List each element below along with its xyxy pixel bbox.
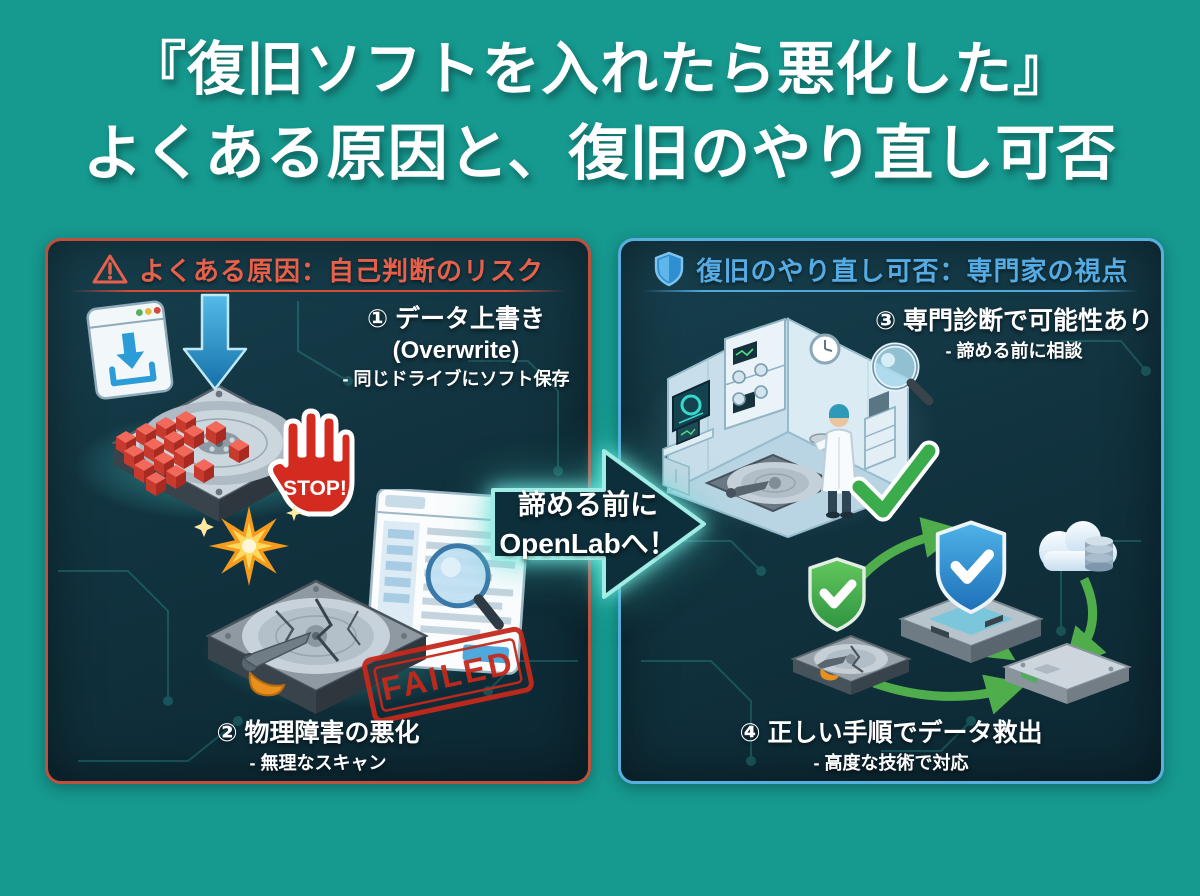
item4-caption: ④ 正しい手順でデータ救出 - 高度な技術で対応 (621, 717, 1161, 776)
stop-hand-icon: STOP! (268, 408, 355, 517)
cta-text: 諦める前に OpenLabへ！ (490, 438, 710, 610)
tool-cart (864, 391, 896, 471)
left-panel-header: よくある原因：自己判断のリスク (48, 249, 588, 289)
blue-shield-check-icon (935, 520, 1007, 614)
install-down-arrow-icon (182, 293, 248, 391)
checkmark-icon (848, 440, 940, 522)
left-panel-header-label: よくある原因：自己判断のリスク (138, 255, 544, 286)
right-panel-header-label: 復旧のやり直し可否：専門家の視点 (696, 255, 1129, 286)
warning-triangle-icon (92, 254, 128, 284)
overwrite-illustration: STOP! (74, 293, 355, 522)
diagnostic-monitor (672, 379, 710, 433)
item3-caption: ③ 専門診断で可能性あり - 諦める前に相談 (873, 305, 1155, 364)
title-line-2: よくある原因と、復旧のやり直し可否 (82, 120, 1118, 187)
cracked-hard-drive (205, 579, 429, 714)
lab-equipment-cabinet (724, 317, 786, 431)
spark-burst-icon (194, 505, 302, 586)
stop-label: STOP! (283, 477, 347, 500)
technician-figure (809, 404, 858, 519)
page-title: 『復旧ソフトを入れたら悪化した』 よくある原因と、復旧のやり直し可否 (0, 28, 1200, 196)
item1-subtitle: (Overwrite) (392, 337, 520, 364)
database-cylinders-icon (1085, 536, 1113, 572)
desk-laptop (662, 418, 714, 497)
item1-title: ① データ上書き (366, 305, 546, 333)
center-cta-arrow: 諦める前に OpenLabへ！ (490, 438, 710, 610)
cloud-backup-icon (1039, 521, 1117, 572)
item3-title: ③ 専門診断で可能性あり (874, 307, 1154, 335)
item3-note: - 諦める前に相談 (945, 341, 1083, 361)
destination-drive (1002, 642, 1132, 704)
cta-line-2: OpenLabへ！ (499, 528, 677, 559)
item4-note: - 高度な技術で対応 (813, 753, 969, 773)
lab-room-illustration (638, 317, 940, 539)
damaged-drive-illustration: FAILED (194, 489, 534, 724)
item2-caption: ② 物理障害の悪化 - 無理なスキャン (48, 717, 588, 776)
recovery-cycle-illustration (790, 517, 1132, 715)
cta-line-1: 諦める前に (517, 489, 658, 520)
item4-title: ④ 正しい手順でデータ救出 (739, 719, 1043, 747)
item2-note: - 無理なスキャン (249, 753, 387, 773)
source-damaged-drive (790, 634, 912, 695)
item1-caption: ① データ上書き (Overwrite) - 同じドライブにソフト保存 (330, 303, 582, 392)
left-header-divider (70, 290, 566, 292)
protected-recovery-device (898, 520, 1044, 663)
download-window-icon (86, 300, 174, 400)
magnifier-icon (870, 342, 934, 406)
magnifier-icon (425, 543, 504, 630)
right-panel-header: 復旧のやり直し可否：専門家の視点 (621, 249, 1161, 289)
clock-icon (809, 333, 841, 365)
floor-hard-drive (704, 453, 842, 513)
green-shield-check-icon (808, 557, 866, 632)
item2-title: ② 物理障害の悪化 (216, 719, 420, 747)
item1-note: - 同じドライブにソフト保存 (342, 369, 570, 389)
title-line-1: 『復旧ソフトを入れたら悪化した』 (127, 37, 1072, 102)
shield-icon (655, 251, 684, 287)
right-header-divider (643, 290, 1139, 292)
right-arrow-shape (491, 449, 706, 599)
